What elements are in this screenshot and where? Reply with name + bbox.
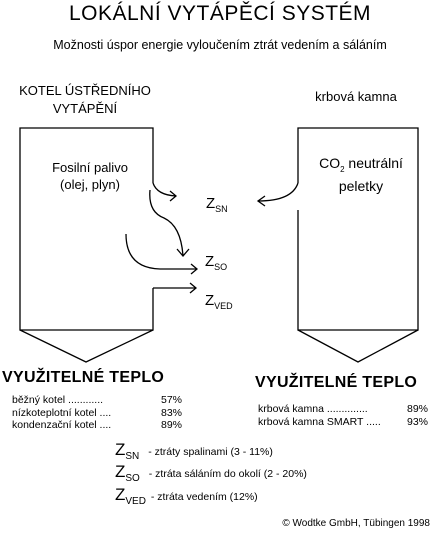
legend-radiation-loss: ZSO - ztráta sáláním do okolí (2 - 20%) xyxy=(115,462,307,484)
page-subtitle: Možnosti úspor energie vyloučením ztrát … xyxy=(53,38,387,52)
boiler-funnel xyxy=(19,329,154,363)
page-title: LOKÁLNÍ VYTÁPĚCÍ SYSTÉM xyxy=(68,2,372,25)
stove-fuel-line2: peletky xyxy=(338,177,384,194)
boiler-header-line1: KOTEL ÚSTŘEDNÍHO xyxy=(19,83,151,98)
list-item: běžný kotel ............57% xyxy=(12,394,182,406)
stove-fuel: CO2 neutrální peletky xyxy=(306,155,416,195)
radiation-loss-arrow xyxy=(149,189,184,257)
flue-loss-label: ZSN xyxy=(206,195,228,214)
boiler-header-line2: VYTÁPĚNÍ xyxy=(52,101,118,116)
stove-fuel-line1: CO2 neutrální xyxy=(319,155,403,174)
stove-header: krbová kamna xyxy=(315,89,397,104)
flue-loss-arrow-left xyxy=(152,182,177,197)
boiler-body xyxy=(19,127,154,331)
legend-conduction-loss: ZVED - ztráta vedením (12%) xyxy=(115,485,258,507)
boiler-fuel: Fosilní palivo (olej, plyn) xyxy=(30,159,150,193)
stove-useful-heat: VYUŽITELNÉ TEPLO xyxy=(255,374,418,391)
legend-flue-loss: ZSN - ztráty spalinami (3 - 11%) xyxy=(115,440,273,462)
list-item: krbová kamna ..............89% xyxy=(258,403,428,415)
stove-funnel xyxy=(297,329,419,363)
copyright: © Wodtke GmbH, Tübingen 1998 xyxy=(282,518,430,529)
stove-body xyxy=(297,127,419,331)
flue-loss-arrow-right xyxy=(257,182,299,202)
boiler-fuel-line2: (olej, plyn) xyxy=(60,177,120,192)
list-item: nízkoteplotní kotel ....83% xyxy=(12,406,182,419)
list-item: krbová kamna SMART .....93% xyxy=(258,415,428,428)
stove-efficiency-list: krbová kamna ..............89% krbová ka… xyxy=(258,403,428,428)
boiler-efficiency-list: běžný kotel ............57% nízkoteplotn… xyxy=(12,394,182,432)
boiler-fuel-line1: Fosilní palivo xyxy=(52,160,128,175)
list-item: kondenzační kotel ....89% xyxy=(12,419,182,431)
boiler-useful-heat: VYUŽITELNÉ TEPLO xyxy=(2,369,165,386)
radiation-loss-label: ZSO xyxy=(205,253,228,272)
conduction-loss-label: ZVED xyxy=(205,292,233,311)
boiler-header: KOTEL ÚSTŘEDNÍHO VYTÁPĚNÍ xyxy=(10,82,160,118)
